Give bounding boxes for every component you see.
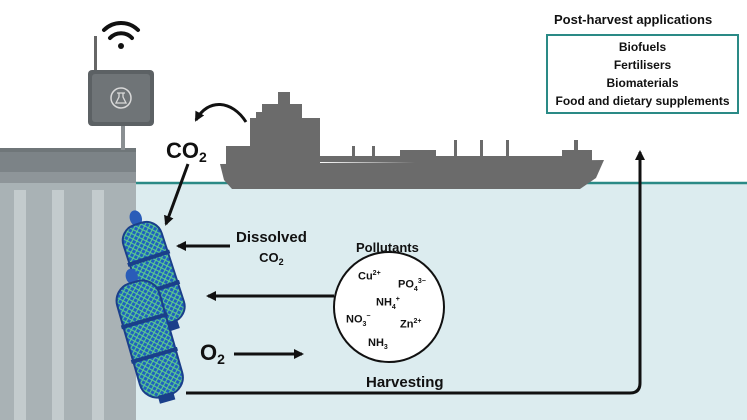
no3-base: NO [346,313,363,326]
nh4-charge: + [395,296,400,303]
pier [0,148,136,420]
dissolved-co2-label: Dissolved CO2 [236,228,307,269]
ship-icon [220,92,604,189]
zn-base: Zn [400,318,414,331]
dissolved-co2-subscript: 2 [278,257,284,267]
nh3-base: NH [368,337,384,349]
dissolved-text: Dissolved [236,229,307,246]
co2-text: CO [166,138,199,163]
po4-subscript: 4 [413,285,418,293]
o2-text: O [200,340,218,365]
pollutant-cu: Cu2+ [358,270,381,283]
sensor-device-icon [88,36,154,150]
arrow-harvesting [186,150,645,395]
arrow-co2-down [164,163,190,226]
post-harvest-title: Post-harvest applications [554,12,713,27]
po4-charge: 3− [417,278,426,285]
pollutant-po4: PO43− [398,278,426,293]
post-harvest-item: Biomaterials [606,75,679,90]
po4-base: PO [398,278,414,291]
cu-base: Cu [358,270,373,283]
co2-label: CO2 [166,138,207,165]
co2-subscript: 2 [199,149,207,165]
harvesting-label: Harvesting [366,374,444,391]
post-harvest-item: Fertilisers [613,57,672,72]
nh4-base: NH [376,296,392,309]
pollutant-nh4: NH4+ [376,296,400,311]
post-harvest-box: Biofuels Fertilisers Biomaterials Food a… [546,34,739,114]
post-harvest-item: Food and dietary supplements [555,93,730,108]
no3-charge: − [366,313,371,320]
dissolved-co2-text: CO [259,250,279,265]
no3-subscript: 3 [362,320,367,328]
bioreactor-icon [115,210,186,404]
dissolved-co2-formula: CO2 [236,248,307,269]
pollutant-nh3: NH3 [368,337,388,351]
nh3-subscript: 3 [383,344,388,352]
arrow-ship-to-co2 [194,103,248,123]
o2-label: O2 [200,340,225,367]
pollutant-no3: NO3− [346,313,371,328]
pollutant-zn: Zn2+ [400,318,421,331]
o2-subscript: 2 [217,351,225,367]
post-harvest-item: Biofuels [618,39,667,54]
pollutants-circle [333,251,445,363]
cu-charge: 2+ [372,270,381,277]
wifi-icon [102,20,140,49]
zn-charge: 2+ [413,318,422,325]
nh4-subscript: 4 [391,303,396,311]
pollutants-title: Pollutants [356,240,419,255]
